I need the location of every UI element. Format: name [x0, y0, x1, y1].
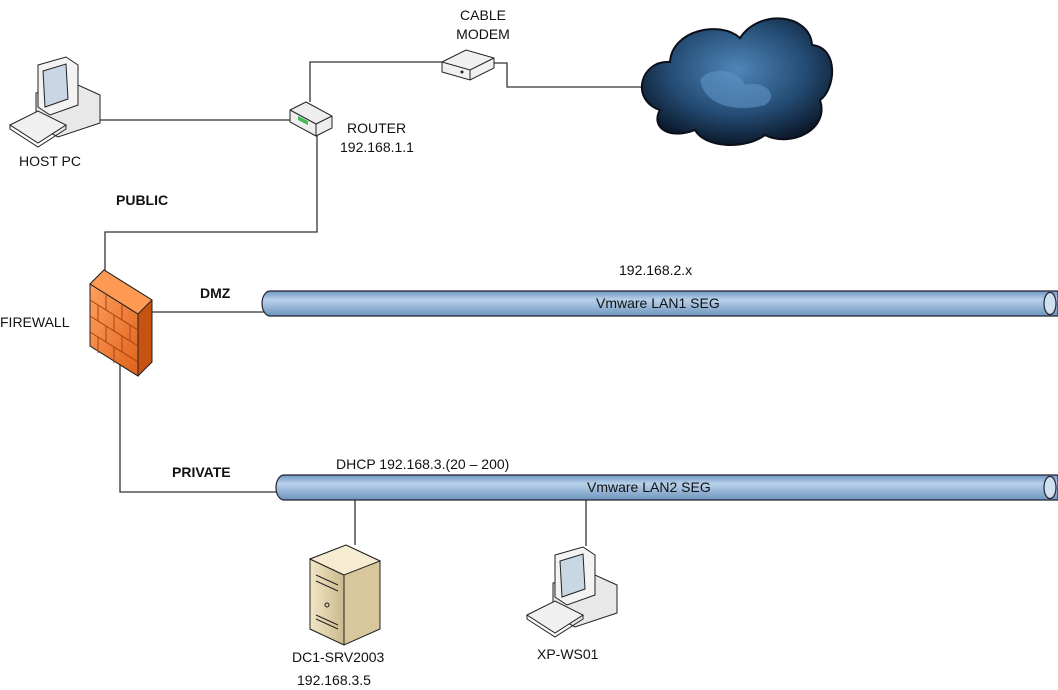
connections	[88, 61, 648, 546]
link-public	[104, 136, 318, 272]
cloud-icon	[641, 17, 834, 146]
lan2-segment-label: Vmware LAN2 SEG	[587, 479, 711, 495]
lan2-subnet-label: DHCP 192.168.3.(20 – 200)	[336, 456, 510, 472]
lan1-subnet-label: 192.168.2.x	[619, 262, 693, 278]
workstation-label: XP-WS01	[537, 646, 599, 662]
public-link-label: PUBLIC	[116, 192, 169, 208]
link-router-modem	[309, 61, 442, 102]
server-ip: 192.168.3.5	[297, 672, 371, 688]
router-label: ROUTER	[347, 120, 407, 136]
modem-label-line1: CABLE	[460, 7, 506, 23]
private-link-label: PRIVATE	[172, 464, 231, 480]
server-label: DC1-SRV2003	[292, 649, 385, 665]
firewall-label: FIREWALL	[0, 314, 70, 330]
modem-icon	[441, 49, 495, 81]
link-private	[119, 360, 278, 493]
router-ip: 192.168.1.1	[340, 139, 414, 155]
host-pc-label: HOST PC	[19, 153, 81, 169]
firewall-icon	[89, 269, 153, 377]
modem-label-line2: MODEM	[456, 26, 510, 42]
desktop-pc-icon	[525, 546, 618, 638]
server-tower-icon	[308, 544, 382, 646]
dmz-link-label: DMZ	[200, 285, 231, 301]
lan2-segment-pipe	[275, 474, 1058, 501]
lan1-segment-pipe	[261, 290, 1058, 317]
router-icon	[289, 101, 333, 137]
lan1-segment-label: Vmware LAN1 SEG	[596, 295, 720, 311]
link-modem-cloud	[494, 62, 648, 88]
desktop-pc-icon	[8, 56, 101, 148]
